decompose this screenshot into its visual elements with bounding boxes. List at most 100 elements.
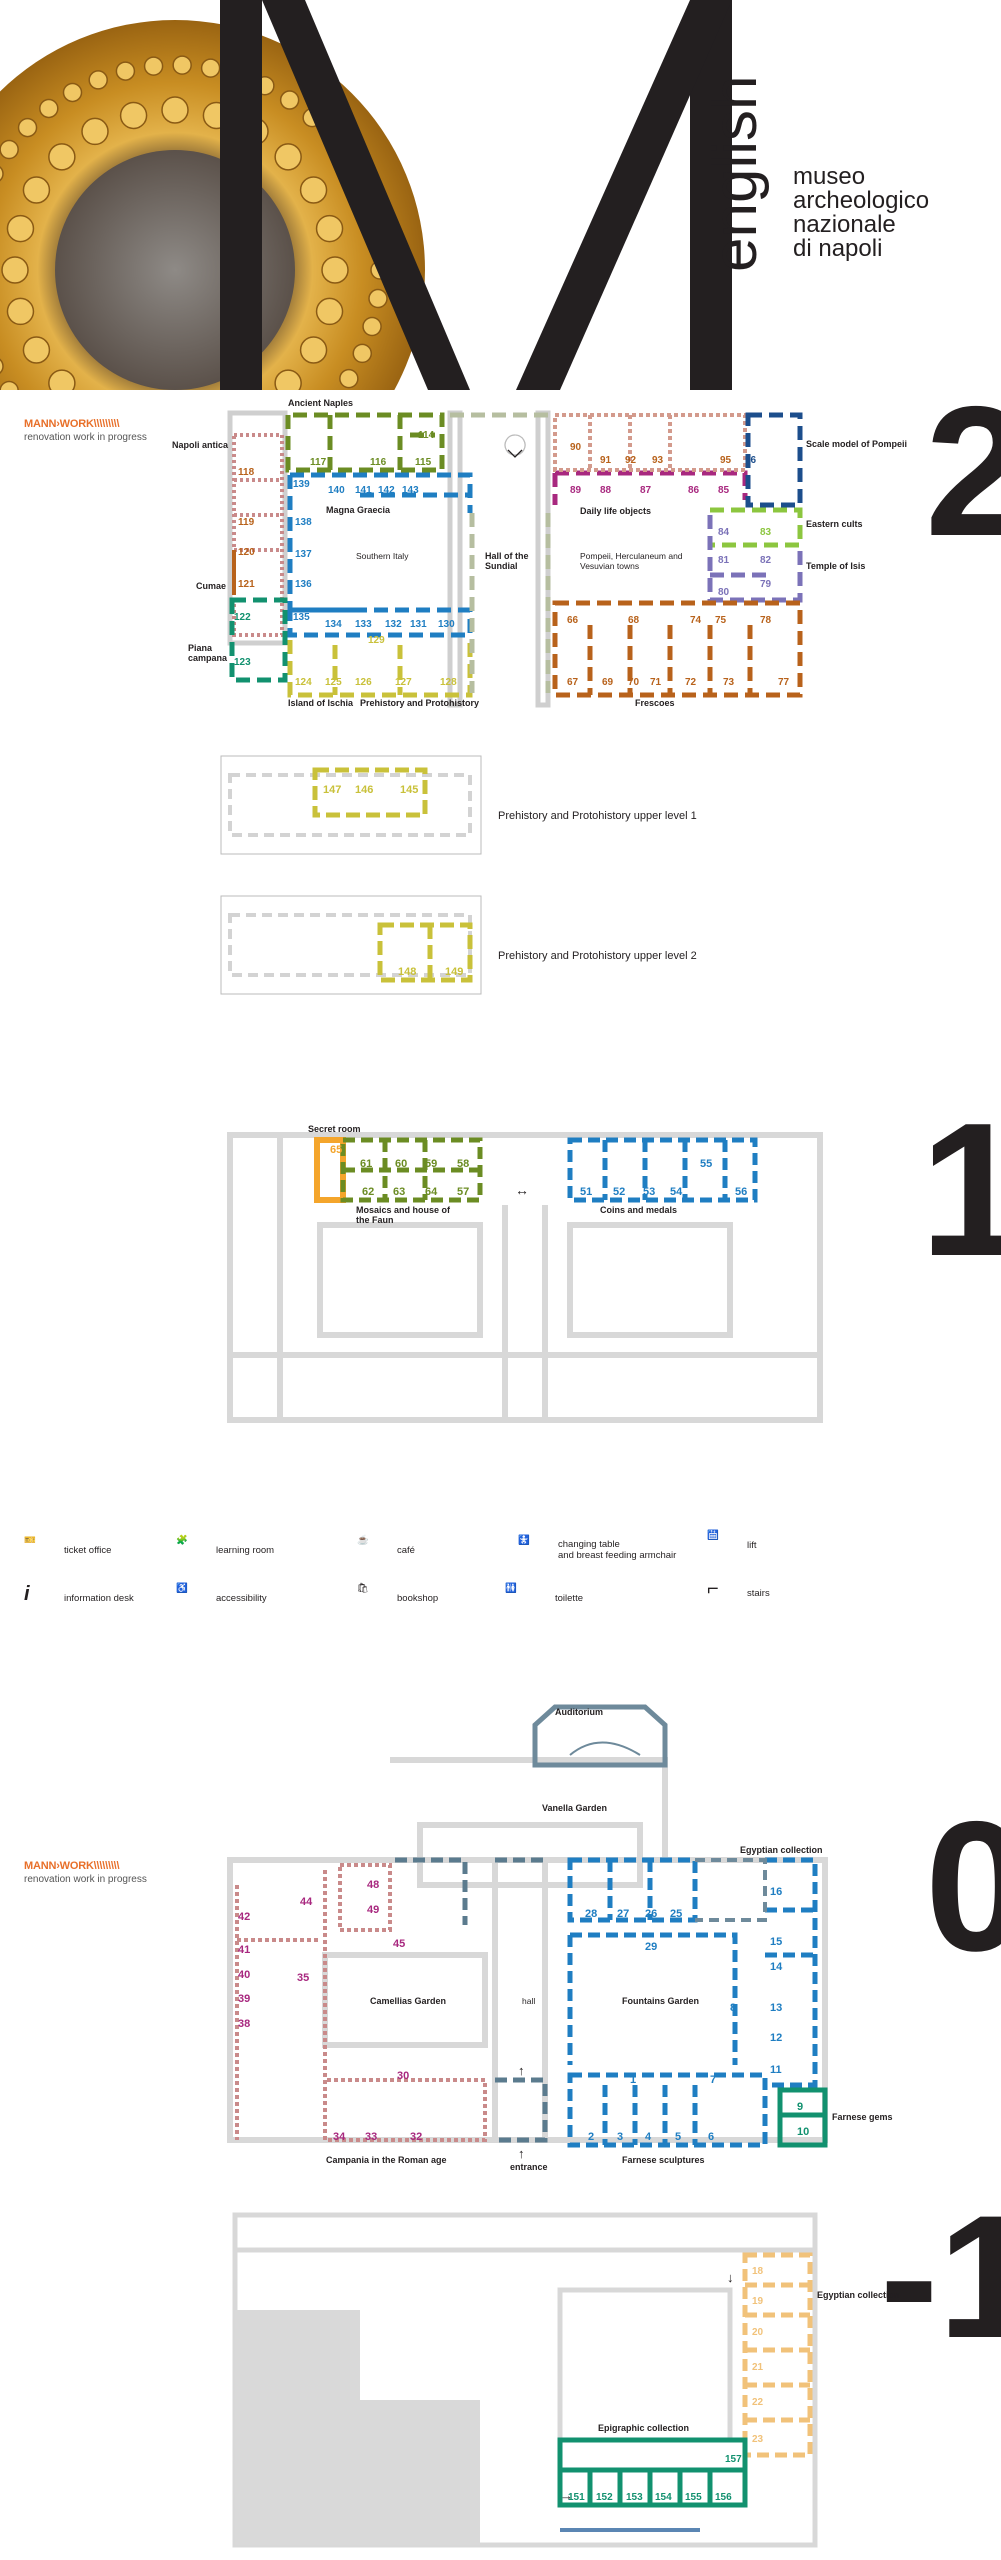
label-egyptian-minus-1: Egyptian collection [817, 2290, 900, 2300]
svg-text:81: 81 [718, 555, 730, 566]
svg-text:73: 73 [723, 677, 735, 688]
english-label[interactable]: english [701, 75, 770, 272]
gold-bead [62, 82, 83, 103]
svg-text:148: 148 [398, 966, 416, 978]
label-frescoes: Frescoes [635, 698, 675, 708]
svg-text:49: 49 [367, 1904, 379, 1916]
svg-text:64: 64 [425, 1186, 438, 1198]
svg-text:8: 8 [730, 2002, 736, 2014]
svg-text:117: 117 [310, 457, 327, 468]
renovation-note-0: renovation work in progress [24, 1874, 147, 1885]
label-island-ischia: Island of Ischia [288, 698, 354, 708]
accessibility-icon: ♿ [176, 1583, 188, 1594]
svg-text:70: 70 [628, 677, 640, 688]
svg-text:93: 93 [652, 455, 664, 466]
svg-text:16: 16 [770, 1886, 782, 1898]
gold-bead [22, 336, 51, 364]
svg-text:30: 30 [397, 2070, 409, 2082]
gold-bead [1, 256, 29, 284]
gold-bead [88, 70, 108, 90]
svg-text:120: 120 [238, 547, 255, 558]
gold-bead [299, 336, 328, 364]
svg-text:145: 145 [400, 784, 418, 796]
gold-bead [279, 90, 300, 110]
svg-text:82: 82 [760, 555, 772, 566]
gold-bead [0, 139, 19, 160]
floor-number-1[interactable]: 1 [920, 1084, 1001, 1296]
svg-text:130: 130 [438, 619, 455, 630]
label-vanella: Vanella Garden [542, 1803, 608, 1813]
svg-text:29: 29 [645, 1941, 657, 1953]
svg-text:132: 132 [385, 619, 402, 630]
svg-text:↑: ↑ [518, 2063, 525, 2078]
svg-text:95: 95 [720, 455, 732, 466]
svg-text:28: 28 [585, 1908, 597, 1920]
svg-text:32: 32 [410, 2131, 422, 2143]
gold-bead [0, 166, 4, 182]
gold-bead [339, 368, 359, 389]
legend-lift: 🛗lift [707, 1530, 757, 1560]
svg-text:143: 143 [402, 485, 419, 496]
svg-text:146: 146 [355, 784, 373, 796]
gold-bead [39, 98, 59, 119]
svg-text:52: 52 [613, 1186, 625, 1198]
gold-bead [48, 143, 76, 171]
label-epigraphic: Epigraphic collection [598, 2423, 690, 2433]
svg-text:45: 45 [393, 1938, 405, 1950]
svg-text:83: 83 [760, 527, 772, 538]
svg-text:54: 54 [670, 1186, 683, 1198]
svg-text:134: 134 [325, 619, 342, 630]
svg-text:151: 151 [568, 2492, 585, 2503]
label-entrance[interactable]: entrance [510, 2162, 548, 2172]
svg-text:3: 3 [617, 2131, 623, 2143]
svg-text:87: 87 [640, 485, 652, 496]
svg-text:153: 153 [626, 2492, 643, 2503]
svg-text:125: 125 [325, 677, 342, 688]
svg-text:21: 21 [752, 2362, 764, 2373]
svg-text:22: 22 [752, 2397, 764, 2408]
svg-text:26: 26 [645, 1908, 657, 1920]
svg-text:65: 65 [330, 1144, 342, 1156]
svg-text:75: 75 [715, 615, 727, 626]
svg-text:89: 89 [570, 485, 582, 496]
svg-text:44: 44 [300, 1896, 313, 1908]
floor-number-0[interactable]: 0 [925, 1784, 1001, 1990]
gold-bead [6, 297, 35, 326]
svg-text:92: 92 [625, 455, 637, 466]
label-eastern-cults: Eastern cults [806, 519, 863, 529]
svg-text:116: 116 [370, 457, 387, 468]
svg-text:141: 141 [355, 485, 372, 496]
svg-text:33: 33 [365, 2131, 377, 2143]
svg-text:15: 15 [770, 1936, 782, 1948]
gold-bead [6, 214, 35, 243]
svg-text:128: 128 [440, 677, 457, 688]
svg-text:77: 77 [778, 677, 790, 688]
svg-text:155: 155 [685, 2492, 702, 2503]
header-artwork [0, 0, 732, 390]
label-piana-campana: Piana campana [188, 643, 228, 663]
label-egyptian-0: Egyptian collection [740, 1845, 823, 1855]
floor-number-2[interactable]: 2 [925, 369, 1001, 575]
svg-text:80: 80 [718, 587, 730, 598]
floor-number-minus-1[interactable]: -1 [880, 2180, 1001, 2375]
svg-text:114: 114 [418, 430, 435, 441]
svg-text:62: 62 [362, 1186, 374, 1198]
svg-text:138: 138 [295, 517, 312, 528]
label-napoli-antica: Napoli antica [172, 440, 229, 450]
svg-text:61: 61 [360, 1158, 372, 1170]
svg-text:6: 6 [708, 2131, 714, 2143]
svg-text:154: 154 [655, 2492, 672, 2503]
svg-text:59: 59 [425, 1158, 437, 1170]
svg-text:7: 7 [710, 2074, 716, 2086]
svg-text:56: 56 [735, 1186, 747, 1198]
label-prehistory: Prehistory and Protohistory [360, 698, 480, 708]
svg-text:42: 42 [238, 1911, 250, 1923]
svg-text:↑: ↑ [518, 2146, 525, 2161]
label-farnese-sculptures: Farnese sculptures [622, 2155, 705, 2165]
